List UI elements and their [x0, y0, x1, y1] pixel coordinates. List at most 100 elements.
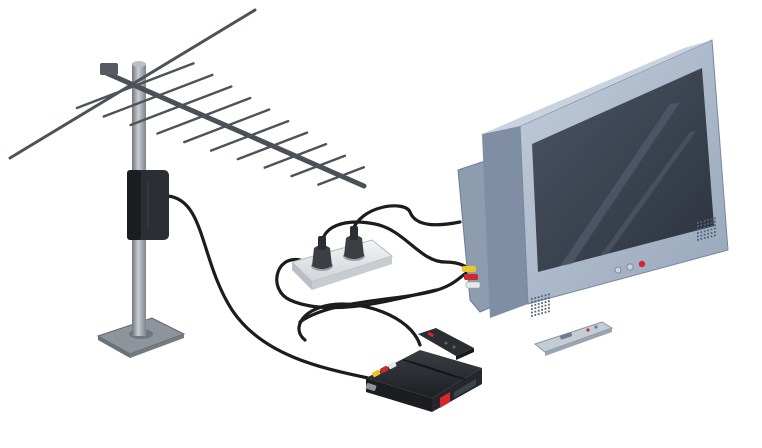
speaker-hole [531, 298, 533, 300]
speaker-hole [700, 234, 703, 237]
antenna-director-rod [183, 108, 271, 144]
set-top-box-connectors [365, 361, 397, 392]
speaker-hole [531, 308, 533, 310]
vent-slot [439, 371, 465, 380]
speaker-hole [707, 222, 709, 225]
speaker-hole [700, 231, 703, 234]
speaker-hole [534, 310, 537, 313]
speaker-hole [541, 298, 543, 301]
speaker-hole [531, 301, 533, 304]
speaker-hole [548, 300, 550, 303]
antenna-director-rod [102, 73, 214, 118]
speaker-hole [544, 297, 547, 300]
speaker-hole [703, 227, 706, 229]
antenna-director-rod [209, 119, 290, 152]
speaker-hole [531, 304, 533, 307]
speaker-hole [541, 295, 543, 298]
plug-left [312, 236, 332, 269]
speaker-hole [531, 311, 533, 314]
speaker-hole [544, 294, 547, 297]
plug-right [344, 226, 364, 259]
speaker-hole [714, 234, 716, 237]
antenna-directors [75, 62, 366, 186]
tv-remote-control [533, 321, 614, 356]
speaker-hole [714, 224, 716, 227]
antenna-director-rod [236, 131, 309, 161]
cables [166, 194, 474, 380]
speaker-hole [537, 309, 540, 312]
antenna-clamp [100, 63, 118, 75]
set-top-box-accent [440, 392, 450, 408]
speaker-hole [703, 237, 706, 239]
speaker-hole [697, 228, 699, 231]
speaker-hole [710, 221, 713, 224]
speaker-hole [548, 307, 550, 309]
speaker-hole [697, 235, 699, 238]
speaker-hole [548, 310, 550, 313]
speaker-hole [697, 232, 699, 234]
speaker-hole [697, 239, 699, 241]
speaker-hole [534, 300, 537, 303]
speaker-hole [544, 311, 547, 314]
speaker-hole [710, 232, 713, 234]
speaker-hole [697, 222, 699, 224]
antenna [8, 8, 367, 358]
antenna-coax-cable [166, 194, 370, 380]
speaker-hole [700, 238, 703, 240]
tv-sensor [626, 263, 634, 271]
speaker-hole [537, 296, 540, 298]
antenna-director-rod [317, 166, 366, 186]
speaker-hole [531, 315, 533, 317]
speaker-hole [700, 221, 703, 223]
speaker-hole [714, 227, 716, 230]
speaker-hole [548, 293, 550, 296]
speaker-hole [714, 220, 716, 223]
av-cable [297, 302, 422, 347]
set-top-box-vents [403, 359, 465, 380]
antenna-amplifier [127, 170, 169, 240]
speaker-hole [707, 219, 709, 222]
tv-speaker-grille-left [531, 293, 550, 317]
speaker-hole [544, 308, 547, 310]
set-top-box [365, 350, 482, 412]
antenna-director-rod [129, 85, 233, 127]
speaker-hole [548, 296, 550, 299]
speaker-hole [544, 301, 547, 303]
antenna-director-rod [290, 154, 347, 178]
speaker-hole [703, 220, 706, 222]
speaker-hole [703, 233, 706, 236]
speaker-hole [541, 308, 543, 311]
television [457, 39, 729, 318]
speaker-hole [707, 229, 709, 232]
antenna-boom [101, 69, 367, 189]
tv-speaker-grille-right [697, 217, 716, 241]
strip-power-cable [275, 258, 438, 310]
antenna-director-rod [263, 142, 328, 169]
speaker-hole [714, 217, 716, 220]
speaker-hole [534, 297, 537, 299]
speaker-hole [548, 303, 550, 306]
speaker-hole [534, 303, 537, 306]
speaker-hole [544, 304, 547, 307]
speaker-hole [707, 232, 709, 235]
speaker-hole [703, 223, 706, 226]
speaker-hole [534, 307, 537, 310]
speaker-hole [700, 224, 703, 227]
speaker-hole [714, 231, 716, 233]
speaker-hole [541, 302, 543, 304]
speaker-hole [710, 218, 713, 221]
speaker-hole [534, 314, 537, 316]
speaker-hole [700, 227, 703, 230]
speaker-hole [710, 228, 713, 231]
remote-control [418, 328, 474, 360]
speaker-hole [541, 312, 543, 315]
tv-power-cable [350, 204, 462, 234]
set-top-box-top [366, 350, 482, 398]
speaker-hole [537, 303, 540, 305]
speaker-hole [537, 306, 540, 309]
speaker-hole [710, 235, 713, 238]
speaker-hole [697, 225, 699, 228]
box-power-cable [320, 220, 474, 274]
tv-av-inputs [462, 266, 481, 289]
antenna-director-rod [75, 62, 195, 110]
